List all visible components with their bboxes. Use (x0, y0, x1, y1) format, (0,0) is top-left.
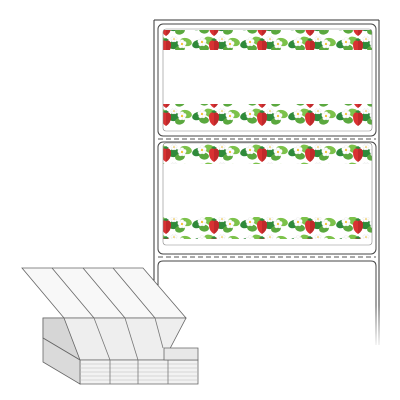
strawberry-garland-bottom (163, 217, 372, 239)
fanfold-stack (21, 267, 199, 385)
label-1 (157, 23, 377, 137)
strawberry-garland-top (163, 144, 372, 164)
label-2 (157, 141, 377, 255)
strawberry-garland-bottom (163, 104, 372, 126)
strawberry-garland-top (163, 30, 372, 50)
